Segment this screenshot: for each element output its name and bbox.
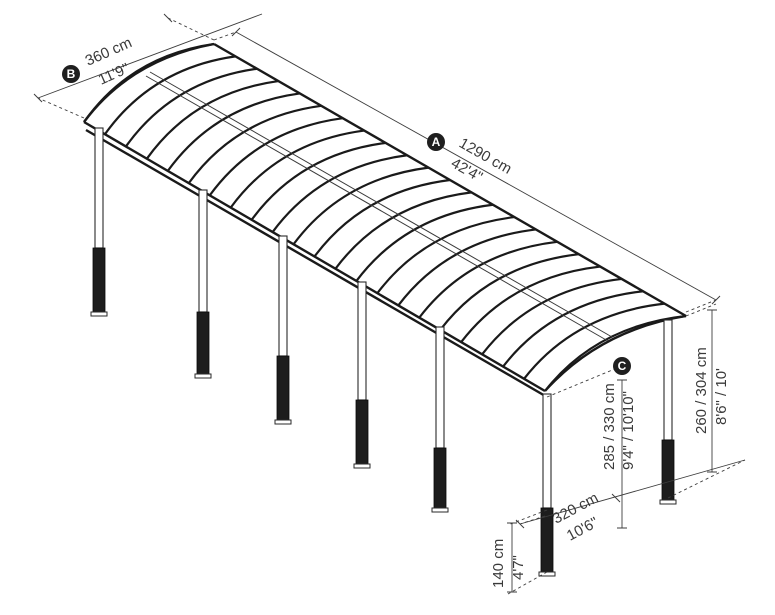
post-foot	[659, 499, 677, 505]
badge-b-letter: B	[67, 67, 76, 81]
post-base-metric: 140 cm	[490, 539, 507, 588]
post-sleeve	[355, 399, 369, 465]
roof-ridge-line-2	[145, 75, 609, 342]
post-foot	[353, 463, 371, 469]
roof-rafter	[271, 154, 408, 233]
carport-roof	[83, 42, 687, 399]
roof-rafter	[355, 203, 494, 282]
front-eave-beam	[83, 120, 546, 393]
post-shaft	[357, 281, 367, 401]
roof-rafter	[208, 117, 343, 197]
dimension-c-front-height: C 285 / 330 cm 9'4" / 10'10"	[546, 357, 637, 529]
badge-a	[427, 133, 445, 151]
post-shaft	[663, 319, 673, 441]
roof-rafter	[125, 67, 258, 148]
support-post	[353, 281, 371, 469]
badge-c-letter: C	[618, 359, 627, 373]
post-shaft	[278, 235, 288, 357]
support-post	[194, 189, 212, 379]
roof-rafter	[166, 92, 300, 172]
roof-surface	[84, 44, 686, 391]
roof-rafter	[397, 228, 536, 307]
roof-rafter	[250, 141, 386, 221]
dimension-back-height: 260 / 304 cm 8'6" / 10'	[685, 303, 730, 473]
roof-ridge-line	[149, 71, 613, 338]
roof-rafter	[418, 240, 558, 319]
back-height-metric: 260 / 304 cm	[693, 347, 710, 434]
post-sleeve	[92, 247, 106, 313]
post-foot	[90, 311, 108, 317]
post-sleeve	[196, 311, 210, 375]
badge-b	[62, 65, 80, 83]
badge-c	[613, 357, 631, 375]
roof-rafter	[376, 215, 515, 294]
roof-rafter	[229, 129, 365, 209]
post-sleeve	[276, 355, 290, 421]
post-foot	[274, 419, 292, 425]
post-foot	[431, 507, 449, 513]
badge-a-letter: A	[432, 135, 441, 149]
roof-rafter	[145, 80, 279, 160]
post-shaft	[198, 189, 208, 313]
support-post	[431, 326, 449, 513]
post-sleeve	[433, 447, 447, 509]
dimension-c-metric: 285 / 330 cm	[601, 383, 618, 470]
roof-rafter	[334, 191, 472, 270]
dimension-b-line	[37, 13, 263, 99]
support-post	[90, 127, 108, 317]
post-shaft	[542, 393, 552, 509]
post-shaft	[435, 326, 445, 449]
depth-line	[519, 459, 746, 525]
roof-end-arc-left	[83, 42, 215, 123]
back-height-imperial: 8'6" / 10'	[713, 368, 730, 425]
post-sleeve	[661, 439, 675, 501]
support-post	[659, 319, 677, 505]
dimension-c-imperial: 9'4" / 10'10"	[620, 391, 637, 470]
post-foot	[194, 373, 212, 379]
dimension-a-line	[235, 31, 717, 301]
roof-rafter	[187, 104, 322, 184]
roof-rafter	[292, 166, 429, 245]
front-eave-beam-lower	[85, 128, 548, 399]
post-base-imperial: 4'7"	[510, 555, 527, 580]
dimension-post-base: 140 cm 4'7"	[490, 509, 548, 595]
roof-rafter	[104, 55, 236, 135]
support-posts	[90, 127, 677, 577]
post-shaft	[94, 127, 104, 249]
support-post	[274, 235, 292, 425]
back-eave-beam	[213, 42, 687, 318]
roof-rafter	[313, 178, 451, 258]
support-post	[538, 393, 556, 577]
